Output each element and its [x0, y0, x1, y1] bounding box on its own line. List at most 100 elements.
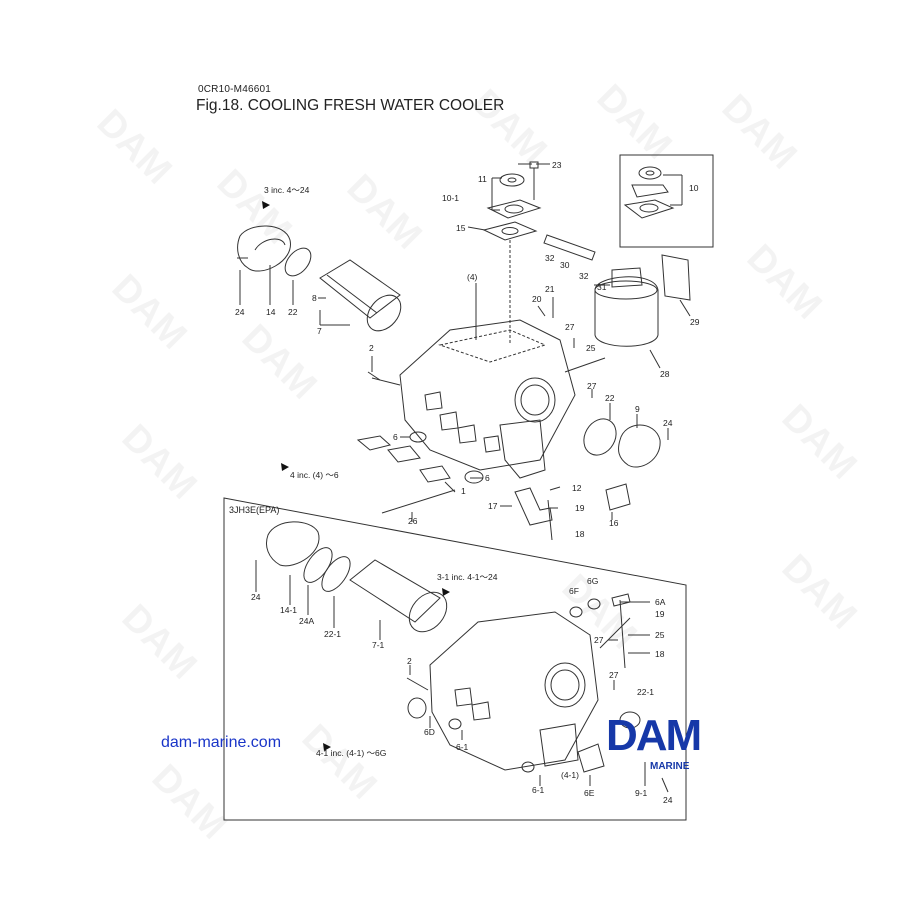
callout: 2 — [369, 343, 374, 353]
callout: 4-1 inc. (4-1) ～6G — [316, 748, 386, 758]
callout: 14 — [266, 307, 276, 317]
callout: 27 — [565, 322, 575, 332]
callout: 1 — [461, 486, 466, 496]
watermark-text: DAM — [114, 597, 205, 688]
cap-ring — [499, 173, 525, 187]
watermark-text: DAM — [209, 162, 300, 253]
callout: 22-1 — [324, 629, 341, 639]
side-cover — [618, 424, 661, 468]
callout: 22 — [605, 393, 615, 403]
plug — [409, 431, 427, 443]
callout: 23 — [552, 160, 562, 170]
callout: 3-1 inc. 4-1～24 — [437, 572, 498, 582]
watermark-text: DAM — [104, 267, 195, 358]
watermark-text: DAM — [589, 77, 680, 168]
callout: 6-1 — [456, 742, 469, 752]
callout: 7 — [317, 326, 322, 336]
watermark-text: DAM — [714, 87, 805, 178]
inset-model-label: 3JH3E(EPA) — [229, 505, 280, 515]
gasket-1 — [419, 465, 451, 483]
callout: 11 — [478, 174, 487, 184]
gasket-1 — [356, 435, 392, 451]
o-ring — [284, 247, 312, 277]
figure-title: Fig.18. COOLING FRESH WATER COOLER — [196, 97, 505, 114]
callout: 20 — [532, 294, 542, 304]
callout: 7-1 — [372, 640, 385, 650]
bolt — [564, 357, 606, 373]
gasket-ring — [638, 166, 662, 180]
callout: 2 — [407, 656, 412, 666]
callout: 6G — [587, 576, 598, 586]
housing-port — [544, 662, 586, 708]
main-housing — [399, 319, 576, 471]
callout: (4-1) — [561, 770, 579, 780]
gasket-ring — [645, 170, 655, 176]
bolt — [599, 617, 631, 649]
o-ring — [583, 418, 617, 456]
housing-port — [514, 377, 556, 423]
stud — [367, 371, 381, 381]
callout: 24A — [299, 616, 314, 626]
plug — [521, 761, 535, 773]
callout: 6D — [424, 727, 435, 737]
o-ring — [303, 547, 333, 583]
main-housing — [429, 611, 599, 771]
pipe — [543, 234, 596, 261]
watermark-text: DAM — [89, 102, 180, 193]
section-markers — [262, 201, 450, 751]
callout: 18 — [655, 649, 665, 659]
flange — [631, 184, 669, 198]
callout: 18 — [575, 529, 585, 539]
callout: 29 — [690, 317, 700, 327]
callout: (4) — [467, 272, 478, 282]
gasket-1 — [387, 445, 421, 463]
flange-hole — [639, 203, 659, 213]
stud — [406, 677, 429, 691]
callout: 32 — [579, 271, 589, 281]
callout: 24 — [663, 418, 673, 428]
watermark-text: DAM — [114, 417, 205, 508]
callout: 6A — [655, 597, 666, 607]
watermark-text: DAM — [774, 547, 865, 638]
watermark-text: DAM — [339, 167, 430, 258]
callout: 24 — [663, 795, 673, 805]
bolt — [529, 161, 539, 169]
callout: 27 — [609, 670, 619, 680]
callout: 22-1 — [637, 687, 654, 697]
callout: 9-1 — [635, 788, 648, 798]
watermark-text: DAM — [739, 237, 830, 328]
stud — [381, 489, 456, 514]
end-cover — [266, 521, 320, 567]
callout: 16 — [609, 518, 619, 528]
elbow — [514, 487, 553, 526]
watermark-text: DAM — [774, 397, 865, 488]
callout: 24 — [235, 307, 245, 317]
plug — [464, 470, 484, 484]
callout: 32 — [545, 253, 555, 263]
callout: 22 — [288, 307, 298, 317]
callout: 25 — [655, 630, 665, 640]
website-link[interactable]: dam-marine.com — [161, 734, 282, 751]
sleeve — [605, 483, 631, 511]
callout: 10-1 — [442, 193, 459, 203]
cooler-element — [349, 559, 441, 623]
callout: 6F — [569, 586, 579, 596]
fitting — [569, 606, 583, 618]
bracket — [661, 254, 691, 301]
callout: 17 — [488, 501, 498, 511]
dam-watermark: DAM DAM DAM DAM DAM DAM DAM DAM DAM DAM … — [89, 77, 865, 848]
flange-plate — [486, 199, 542, 219]
callout: 12 — [572, 483, 582, 493]
o-ring — [321, 556, 351, 592]
callout: 24 — [251, 592, 261, 602]
plug — [448, 718, 462, 730]
plug — [407, 697, 427, 719]
cooler-element — [319, 259, 401, 319]
callout: 25 — [586, 343, 596, 353]
callout: 10 — [689, 183, 699, 193]
callout: 19 — [655, 609, 665, 619]
callout: 27 — [587, 381, 597, 391]
callout: 6E — [584, 788, 595, 798]
fitting — [587, 598, 601, 610]
